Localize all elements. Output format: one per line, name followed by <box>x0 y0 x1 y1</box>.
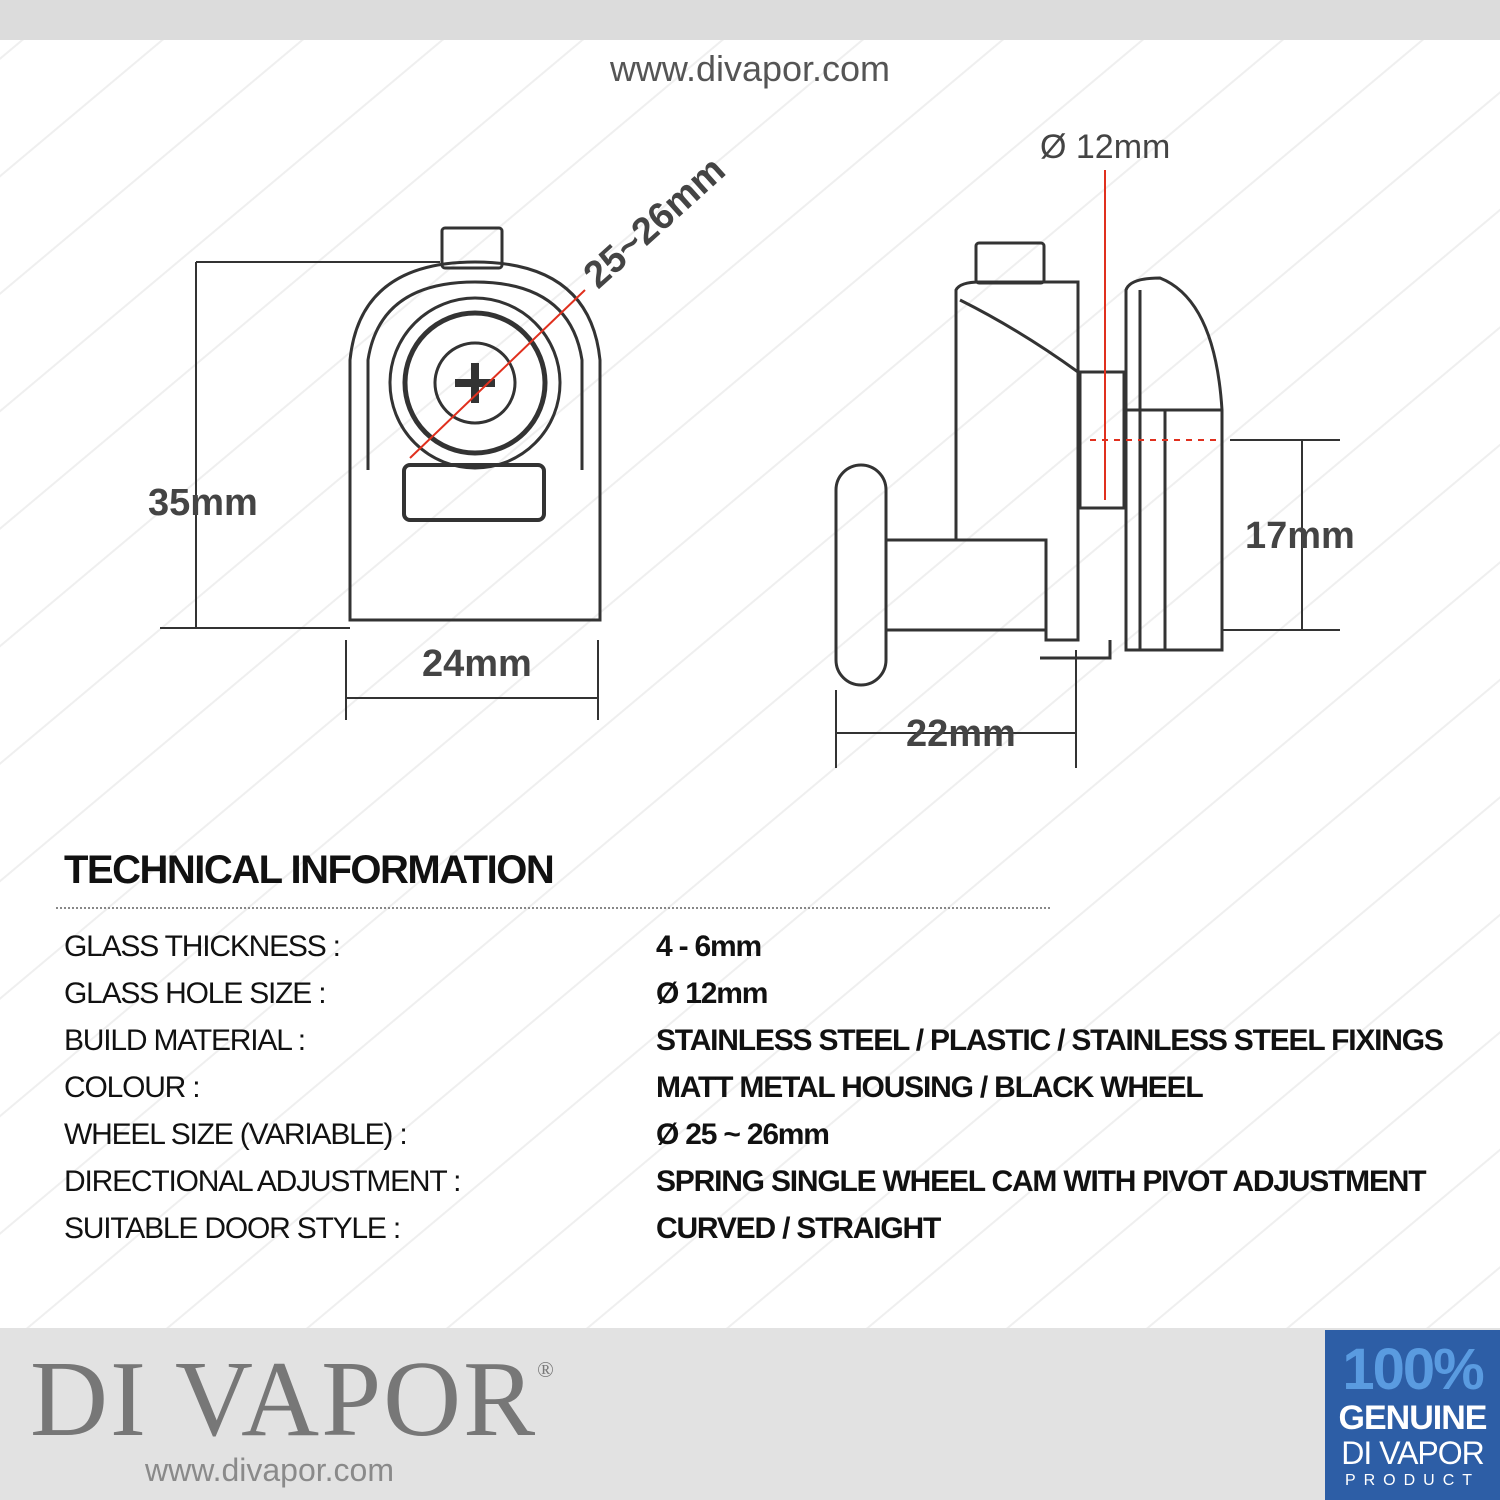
offset-label: 17mm <box>1245 515 1355 557</box>
spec-row: COLOUR : MATT METAL HOUSING / BLACK WHEEL <box>0 1071 1500 1111</box>
spec-value: Ø 25 ~ 26mm <box>656 1118 830 1151</box>
brand-name: DI VAPOR <box>30 1340 538 1459</box>
spec-row: GLASS HOLE SIZE : Ø 12mm <box>0 977 1500 1017</box>
spec-value: Ø 12mm <box>656 977 768 1010</box>
spec-row: DIRECTIONAL ADJUSTMENT : SPRING SINGLE WH… <box>0 1165 1500 1205</box>
section-title: TECHNICAL INFORMATION <box>64 848 555 892</box>
header-url[interactable]: www.divapor.com <box>609 48 891 89</box>
spec-label: COLOUR : <box>64 1071 201 1104</box>
front-height-label: 35mm <box>148 482 258 524</box>
spec-label: DIRECTIONAL ADJUSTMENT : <box>64 1165 461 1198</box>
spec-label: SUITABLE DOOR STYLE : <box>64 1212 401 1245</box>
hole-diameter-label: Ø 12mm <box>1040 128 1170 166</box>
top-bar <box>0 0 1500 40</box>
badge-brand: DI VAPOR <box>1341 1435 1485 1471</box>
spec-value: STAINLESS STEEL / PLASTIC / STAINLESS ST… <box>656 1024 1444 1057</box>
spec-value: 4 - 6mm <box>656 930 762 963</box>
badge-percent: 100% <box>1342 1337 1484 1402</box>
badge-genuine: GENUINE <box>1338 1399 1488 1437</box>
spec-row: GLASS THICKNESS : 4 - 6mm <box>0 930 1500 970</box>
spec-value: SPRING SINGLE WHEEL CAM WITH PIVOT ADJUS… <box>656 1165 1427 1198</box>
spec-label: BUILD MATERIAL : <box>64 1024 306 1057</box>
registered-mark: ® <box>537 1357 556 1382</box>
spec-label: GLASS THICKNESS : <box>64 930 341 963</box>
divider <box>56 907 1050 909</box>
side-view <box>834 170 1340 768</box>
footer <box>0 1328 1500 1500</box>
spec-row: SUITABLE DOOR STYLE : CURVED / STRAIGHT <box>0 1212 1500 1252</box>
spec-label: WHEEL SIZE (VARIABLE) : <box>64 1118 408 1151</box>
depth-label: 22mm <box>906 713 1016 755</box>
spec-label: GLASS HOLE SIZE : <box>64 977 327 1010</box>
brand-logo: DI VAPOR® <box>30 1345 556 1455</box>
wheel-diameter-label: 25~26mm <box>576 149 734 297</box>
spec-row: BUILD MATERIAL : STAINLESS STEEL / PLASTI… <box>0 1024 1500 1064</box>
front-width-label: 24mm <box>422 643 532 685</box>
spec-value: MATT METAL HOUSING / BLACK WHEEL <box>656 1071 1204 1104</box>
spec-value: CURVED / STRAIGHT <box>656 1212 941 1245</box>
genuine-product-badge: 100% GENUINE DI VAPOR PRODUCT <box>1325 1330 1500 1500</box>
footer-url[interactable]: www.divapor.com <box>145 1452 394 1488</box>
spec-row: WHEEL SIZE (VARIABLE) : Ø 25 ~ 26mm <box>0 1118 1500 1158</box>
technical-drawing: 35mm 24mm 25~26mm Ø 12mm 17mm 22mm <box>148 128 1355 768</box>
badge-product: PRODUCT <box>1344 1472 1481 1489</box>
front-view <box>160 226 602 720</box>
